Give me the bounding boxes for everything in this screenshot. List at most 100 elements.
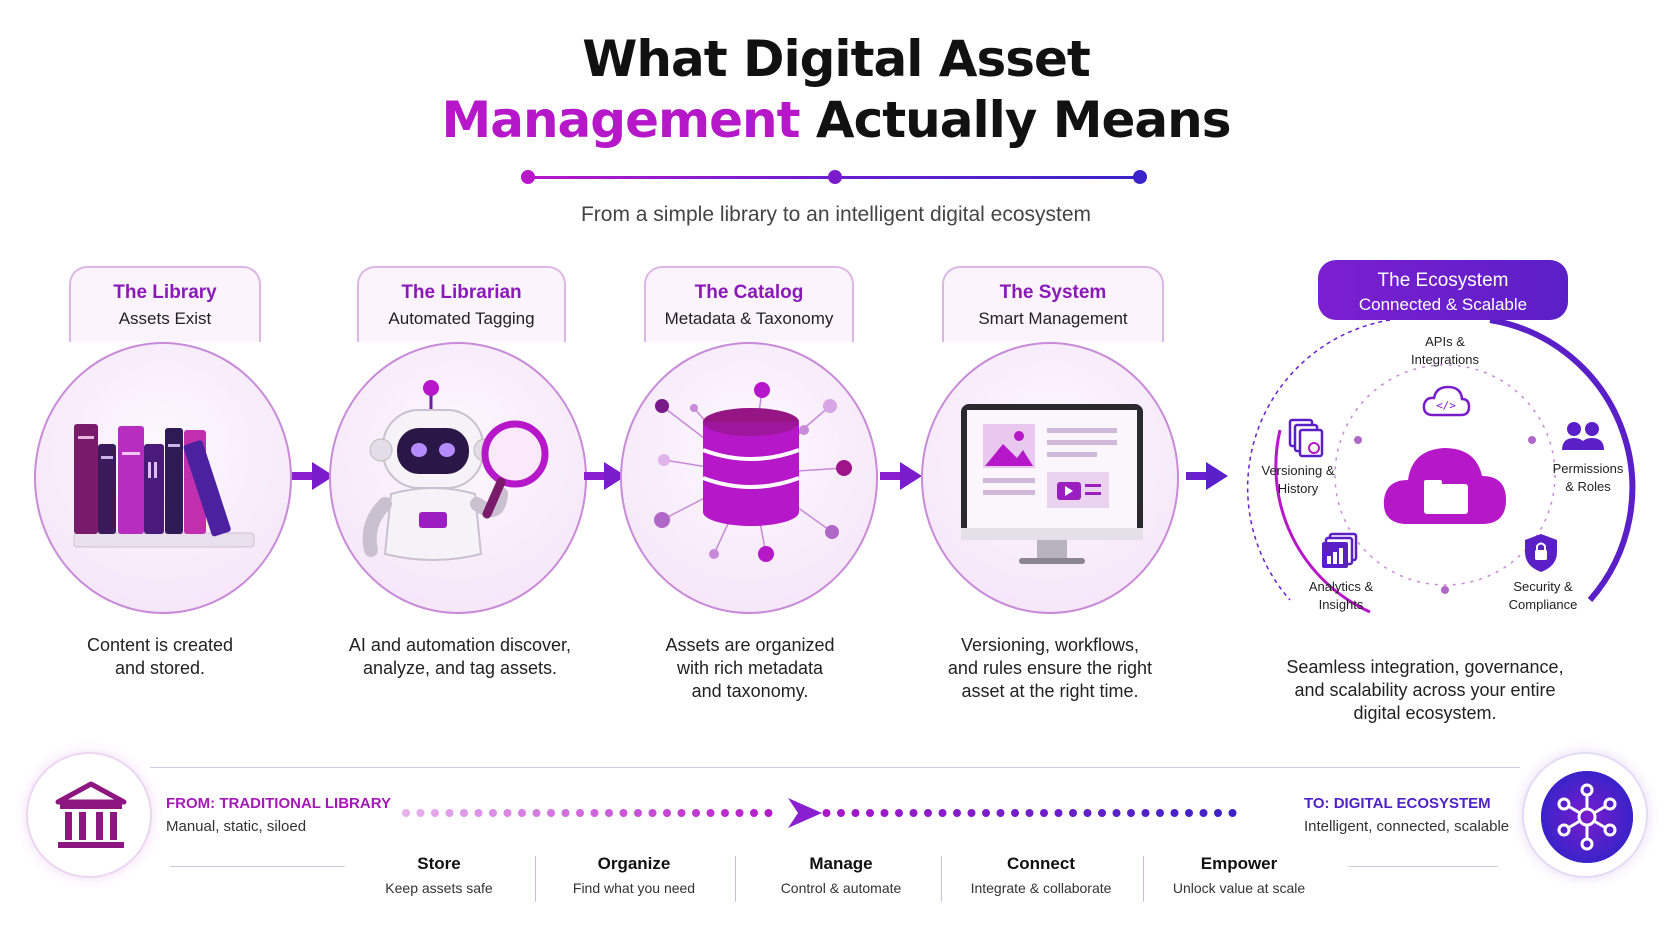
description-line: Assets are organized <box>665 635 835 655</box>
step-divider <box>735 856 736 902</box>
stage-tab-library: The Library Assets Exist <box>69 266 261 342</box>
eco-label-versioning: Versioning & History <box>1248 462 1348 498</box>
stage-circle-catalog <box>620 342 878 614</box>
step-title: Organize <box>597 854 671 873</box>
shield-lock-icon <box>1525 534 1557 572</box>
description-line: Content is created <box>86 635 234 655</box>
journey-dot <box>677 809 686 817</box>
eco-label-line: History <box>1277 481 1319 496</box>
description-line: Versioning, workflows, <box>960 635 1140 655</box>
journey-to-title: TO: DIGITAL ECOSYSTEM <box>1304 795 1491 812</box>
page-title-line-1: What Digital Asset <box>582 30 1091 88</box>
journey-dot <box>634 809 642 817</box>
journey-dot <box>445 809 454 817</box>
journey-dot <box>1011 809 1019 817</box>
journey-dot <box>706 809 715 817</box>
stage-description-ecosystem: Seamless integration, governance, and sc… <box>1260 656 1590 725</box>
journey-dot <box>982 809 990 817</box>
ecosystem-ring <box>1246 317 1636 614</box>
journey-dot <box>1228 809 1237 817</box>
step-subtitle: Integrate & collaborate <box>970 880 1112 896</box>
journey-dot <box>561 809 570 817</box>
stage-subtitle: Metadata & Taxonomy <box>664 309 834 328</box>
description-line: and stored. <box>114 658 206 678</box>
flow-arrow-1 <box>292 462 334 490</box>
step-title: Connect <box>1007 854 1075 873</box>
journey-dot <box>547 809 555 817</box>
steps-line-right <box>1348 866 1498 867</box>
stage-description-system: Versioning, workflows, and rules ensure … <box>910 634 1190 703</box>
journey-dot <box>692 809 700 817</box>
journey-to-subtitle: Intelligent, connected, scalable <box>1304 818 1510 835</box>
page-subtitle: From a simple library to an intelligent … <box>580 203 1092 226</box>
stage-description-library: Content is created and stored. <box>50 634 270 680</box>
page-title-line-2: Management Actually Means <box>0 91 1672 149</box>
journey-dot <box>1083 809 1092 817</box>
svg-text:</>: </> <box>1436 399 1456 412</box>
journey-dot <box>851 809 860 817</box>
step-title: Empower <box>1200 854 1278 873</box>
journey-dot <box>1069 809 1077 817</box>
journey-from-title: FROM: TRADITIONAL LIBRARY <box>166 795 391 812</box>
journey-dot <box>1054 809 1063 817</box>
stage-title: The Catalog <box>694 282 804 303</box>
stage-circle-library <box>34 342 292 614</box>
journey-dot <box>1214 809 1222 817</box>
journey-dot <box>503 809 512 817</box>
page-title-rest: Actually Means <box>799 91 1232 149</box>
stage-description-librarian: AI and automation discover, analyze, and… <box>320 634 600 680</box>
analytics-icon <box>1322 532 1358 568</box>
step-subtitle: Unlock value at scale <box>1172 880 1306 896</box>
divider-dot-middle <box>828 170 842 184</box>
stage-tab-catalog: The Catalog Metadata & Taxonomy <box>644 266 854 342</box>
journey-dot <box>822 809 831 817</box>
description-line: with rich metadata <box>676 658 824 678</box>
step-empower: Empower Unlock value at scale <box>1149 854 1329 896</box>
journey-dot <box>721 809 729 817</box>
journey-dot <box>532 809 541 817</box>
journey-dot <box>938 809 947 817</box>
journey-dot <box>402 809 410 817</box>
step-title: Manage <box>809 854 873 873</box>
monitor-icon <box>961 404 1143 564</box>
description-line: AI and automation discover, <box>348 635 572 655</box>
journey-dot <box>590 809 599 817</box>
journey-dot <box>1185 809 1193 817</box>
stage-title: The Ecosystem <box>1377 270 1509 291</box>
journey-dot <box>996 809 1005 817</box>
step-organize: Organize Find what you need <box>544 854 724 896</box>
journey-dot <box>1040 809 1048 817</box>
page-title-accent: Management <box>441 91 800 149</box>
journey-dot <box>576 809 584 817</box>
journey-dot <box>1199 809 1208 817</box>
stage-circle-system <box>921 342 1179 614</box>
stage-subtitle: Smart Management <box>978 309 1128 328</box>
journey-dot <box>1127 809 1135 817</box>
step-connect: Connect Integrate & collaborate <box>951 854 1131 896</box>
eco-label-line: Security & <box>1513 579 1573 594</box>
stage-subtitle: Connected & Scalable <box>1358 295 1528 314</box>
journey-dot <box>1170 809 1179 817</box>
versions-icon <box>1288 418 1324 458</box>
eco-label-line: Compliance <box>1508 597 1578 612</box>
divider-dot-right <box>1133 170 1147 184</box>
eco-label-line: Insights <box>1318 597 1364 612</box>
step-store: Store Keep assets safe <box>349 854 529 896</box>
journey-dot <box>837 809 845 817</box>
journey-dot <box>735 809 744 817</box>
eco-label-permissions: Permissions & Roles <box>1538 460 1638 496</box>
journey-dot <box>895 809 903 817</box>
journey-dot <box>750 809 758 817</box>
stage-title: The Library <box>113 282 217 303</box>
eco-label-analytics: Analytics & Insights <box>1291 578 1391 614</box>
description-line: and scalability across your entire <box>1294 680 1556 700</box>
flow-arrow-3 <box>880 462 922 490</box>
stage-subtitle: Automated Tagging <box>388 309 535 328</box>
stage-tab-system: The System Smart Management <box>942 266 1164 342</box>
journey-dot <box>416 809 425 817</box>
journey-dot <box>663 809 671 817</box>
journey-dot <box>1025 809 1034 817</box>
journey-dot <box>764 809 773 817</box>
flow-arrow-2 <box>584 462 626 490</box>
flow-arrow-4 <box>1186 462 1228 490</box>
